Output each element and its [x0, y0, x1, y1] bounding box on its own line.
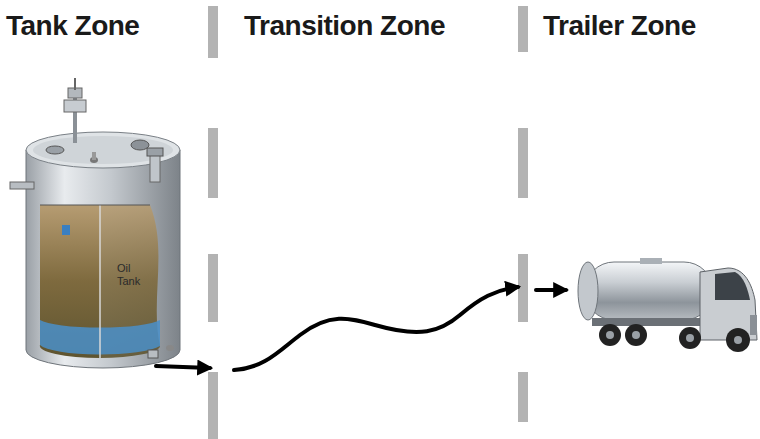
- zone-heading: Transition Zone: [244, 10, 445, 42]
- oil-tank: [10, 78, 180, 368]
- flow-line: [156, 287, 566, 370]
- zone-heading: Trailer Zone: [543, 10, 696, 42]
- tank-label: Oil Tank: [117, 262, 147, 287]
- zone-divider: [208, 6, 528, 439]
- tanker-truck: [578, 258, 757, 352]
- zone-heading: Tank Zone: [6, 10, 139, 42]
